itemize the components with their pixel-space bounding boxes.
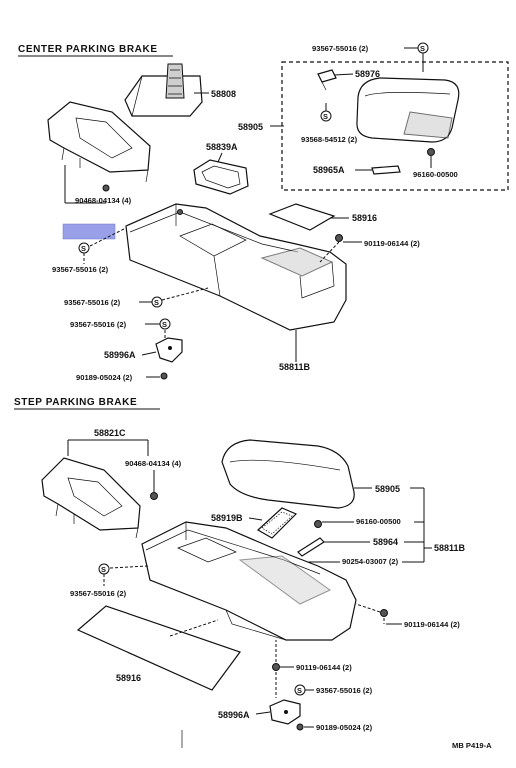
pin-58964: [297, 537, 325, 557]
label-58808: 58808: [211, 89, 236, 99]
pin-58965A: [371, 165, 401, 175]
svg-text:S: S: [101, 565, 106, 574]
label-58964: 58964: [373, 537, 398, 547]
shift-boot-58808: [124, 63, 203, 117]
label-93567-step: 93567-55016 (2): [70, 589, 127, 598]
armrest-lid-58905-inset: [356, 77, 460, 143]
screw-symbol-mid1: S: [151, 296, 163, 308]
label-90119-step-a: 90119-06144 (2): [404, 620, 460, 629]
label-90119-step-b: 90119-06144 (2): [296, 663, 352, 672]
section-title-center: CENTER PARKING BRAKE: [18, 44, 158, 55]
pad-58919B: [256, 507, 298, 539]
mat-58916-center: [268, 203, 336, 231]
screw-90119-step-a: [380, 609, 388, 617]
bolt-90189-step: [296, 723, 304, 731]
label-58965A: 58965A: [313, 165, 345, 175]
console-body-58811B-step: [141, 521, 357, 641]
tray-58839A: [193, 159, 249, 195]
label-58811B-center: 58811B: [279, 362, 311, 372]
svg-text:S: S: [154, 298, 159, 307]
label-58919B: 58919B: [211, 513, 243, 523]
label-90189-center: 90189-05024 (2): [76, 373, 133, 382]
label-93567-a: 93567-55016 (2): [52, 265, 109, 274]
armrest-lid-58905-step: [221, 439, 355, 509]
label-58905-step: 58905: [375, 484, 400, 494]
label-58916-step: 58916: [116, 673, 141, 683]
label-96160-step: 96160-00500: [356, 517, 401, 526]
screw-90119-center: [335, 234, 343, 242]
screw-symbol-step-left: S: [98, 563, 110, 575]
svg-text:S: S: [297, 686, 302, 695]
screw-90119-step-b: [272, 663, 280, 671]
section-title-step: STEP PARKING BRAKE: [14, 397, 137, 408]
figure-reference: MB P419-A: [452, 741, 492, 750]
label-58996A-step: 58996A: [218, 710, 250, 720]
label-93568: 93568-54512 (2): [301, 135, 358, 144]
clip-96160-step: [314, 520, 322, 528]
bolt-90189-center: [160, 372, 168, 380]
screw-symbol-step-lower: S: [294, 684, 306, 696]
svg-text:S: S: [162, 320, 167, 329]
screw-symbol-left: S: [78, 242, 90, 254]
label-93567-b: 93567-55016 (2): [64, 298, 121, 307]
console-body-58811B-center: [125, 203, 347, 331]
front-bezel-console-center: [47, 101, 151, 183]
bracket-58996A-center: [155, 337, 183, 363]
highlight-marker: [62, 223, 116, 240]
nut-90468: [102, 184, 110, 192]
label-90189-step: 90189-05024 (2): [316, 723, 373, 732]
screw-symbol-mid2: S: [159, 318, 171, 330]
screw-symbol-top: S: [417, 42, 429, 54]
screw-symbol-inset: S: [320, 110, 332, 122]
label-58996A-center: 58996A: [104, 350, 136, 360]
label-93567-step-b: 93567-55016 (2): [316, 686, 373, 695]
hinge-58976: [317, 69, 337, 91]
svg-text:S: S: [81, 244, 86, 253]
label-93567-c: 93567-55016 (2): [70, 320, 127, 329]
label-58811B-step: 58811B: [434, 543, 466, 553]
label-96160: 96160-00500: [413, 170, 458, 179]
label-58821C: 58821C: [94, 428, 126, 438]
label-90468-center: 90468-04134 (4): [75, 196, 132, 205]
label-58976: 58976: [355, 69, 380, 79]
bracket-58996A-step: [269, 699, 301, 725]
label-58905: 58905: [238, 122, 263, 132]
label-58839A: 58839A: [206, 142, 238, 152]
front-bezel-step: [41, 457, 141, 539]
label-90119-center: 90119-06144 (2): [364, 239, 420, 248]
label-90468-step: 90468-04134 (4): [125, 459, 182, 468]
label-58916-center: 58916: [352, 213, 377, 223]
label-90254: 90254-03007 (2): [342, 557, 399, 566]
mat-58916-step: [76, 605, 241, 691]
svg-text:S: S: [323, 112, 328, 121]
label-93567-top: 93567-55016 (2): [312, 44, 369, 53]
nut-90468-step: [150, 492, 158, 500]
svg-text:S: S: [420, 44, 425, 53]
clip-96160: [427, 148, 435, 156]
